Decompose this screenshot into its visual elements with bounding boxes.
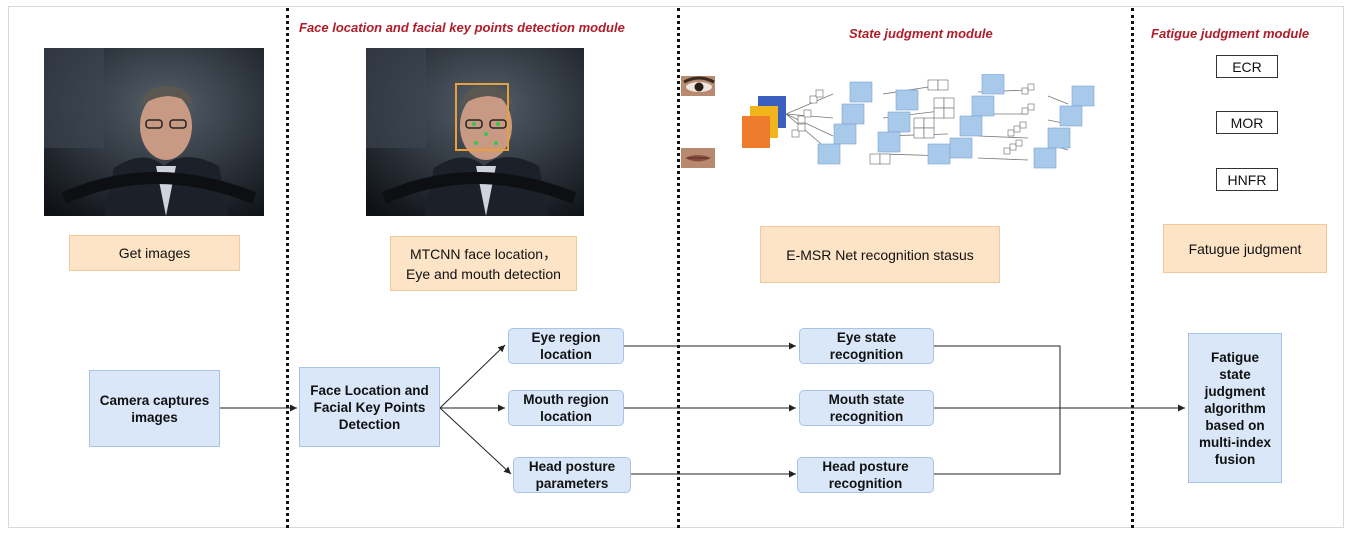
index-hnfr: HNFR xyxy=(1216,168,1278,191)
index-ecr: ECR xyxy=(1216,55,1278,78)
module-title-fatigue-judgment: Fatigue judgment module xyxy=(1151,26,1310,41)
head-posture-state-box: Head posture recognition xyxy=(797,457,934,493)
figure-frame xyxy=(8,6,1344,528)
divider-2 xyxy=(677,8,680,528)
module-title-state-judgment: State judgment module xyxy=(849,26,993,41)
mouth-crop-image xyxy=(681,148,715,168)
eye-state-box: Eye state recognition xyxy=(799,328,934,364)
mouth-state-box: Mouth state recognition xyxy=(799,390,934,426)
face-location-box: Face Location and Facial Key Points Dete… xyxy=(299,367,440,447)
divider-3 xyxy=(1131,8,1134,528)
mouth-region-box: Mouth region location xyxy=(508,390,624,426)
driver-face-detected-photo xyxy=(366,48,584,216)
fatigue-judgment-label: Fatugue judgment xyxy=(1163,224,1327,273)
fatigue-algorithm-box: Fatigue state judgment algorithm based o… xyxy=(1188,333,1282,483)
head-posture-params-box: Head posture parameters xyxy=(513,457,631,493)
emsr-label: E-MSR Net recognition stasus xyxy=(760,226,1000,283)
driver-photo xyxy=(44,48,264,216)
get-images-label: Get images xyxy=(69,235,240,271)
divider-1 xyxy=(286,8,289,528)
module-title-face-detection: Face location and facial key points dete… xyxy=(299,20,625,35)
index-mor: MOR xyxy=(1216,111,1278,134)
mtcnn-label: MTCNN face location， Eye and mouth detec… xyxy=(390,236,577,291)
eye-crop-image xyxy=(681,76,715,96)
eye-region-box: Eye region location xyxy=(508,328,624,364)
face-bounding-box xyxy=(455,83,509,151)
camera-captures-box: Camera captures images xyxy=(89,370,220,447)
emsr-network-diagram xyxy=(738,73,1112,178)
